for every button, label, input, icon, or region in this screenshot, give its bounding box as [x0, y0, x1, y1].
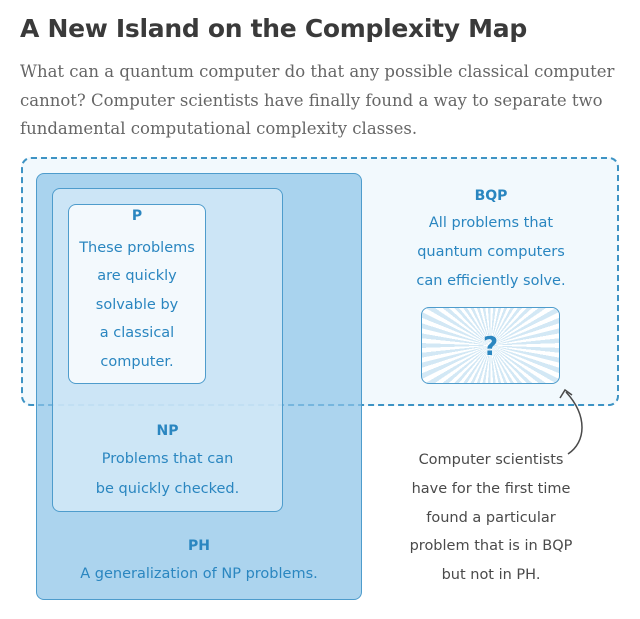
note-line: have for the first time	[411, 481, 571, 497]
p-desc-line: These problems	[79, 240, 195, 256]
ph-desc-line: A generalization of NP problems.	[80, 566, 318, 582]
np-desc-line: Problems that can	[101, 451, 234, 467]
p-region	[68, 204, 206, 384]
ph-label: PH	[188, 538, 210, 554]
note-line: problem that is in BQP	[409, 538, 573, 554]
page-title: A New Island on the Complexity Map	[20, 14, 527, 43]
p-desc-line: a classical	[99, 325, 175, 341]
np-label: NP	[156, 423, 179, 439]
bqp-label: BQP	[474, 188, 508, 204]
question-mark-icon: ?	[482, 332, 499, 362]
mystery-problem-box: ?	[421, 307, 560, 384]
bqp-desc-line: All problems that	[428, 215, 554, 231]
bqp-desc-line: quantum computers	[417, 244, 565, 260]
np-desc-line: be quickly checked.	[95, 481, 240, 497]
note-line: Computer scientists	[418, 452, 564, 468]
p-label: P	[131, 208, 143, 224]
p-desc-line: are quickly	[97, 268, 177, 284]
note-line: found a particular	[426, 510, 556, 526]
callout-arrow-icon	[559, 388, 583, 455]
p-desc-line: solvable by	[95, 297, 179, 313]
bqp-desc-line: can efficiently solve.	[416, 273, 566, 289]
note-line: but not in PH.	[441, 567, 541, 583]
p-desc-line: computer.	[100, 354, 174, 370]
page-subtitle: What can a quantum computer do that any …	[20, 62, 615, 138]
